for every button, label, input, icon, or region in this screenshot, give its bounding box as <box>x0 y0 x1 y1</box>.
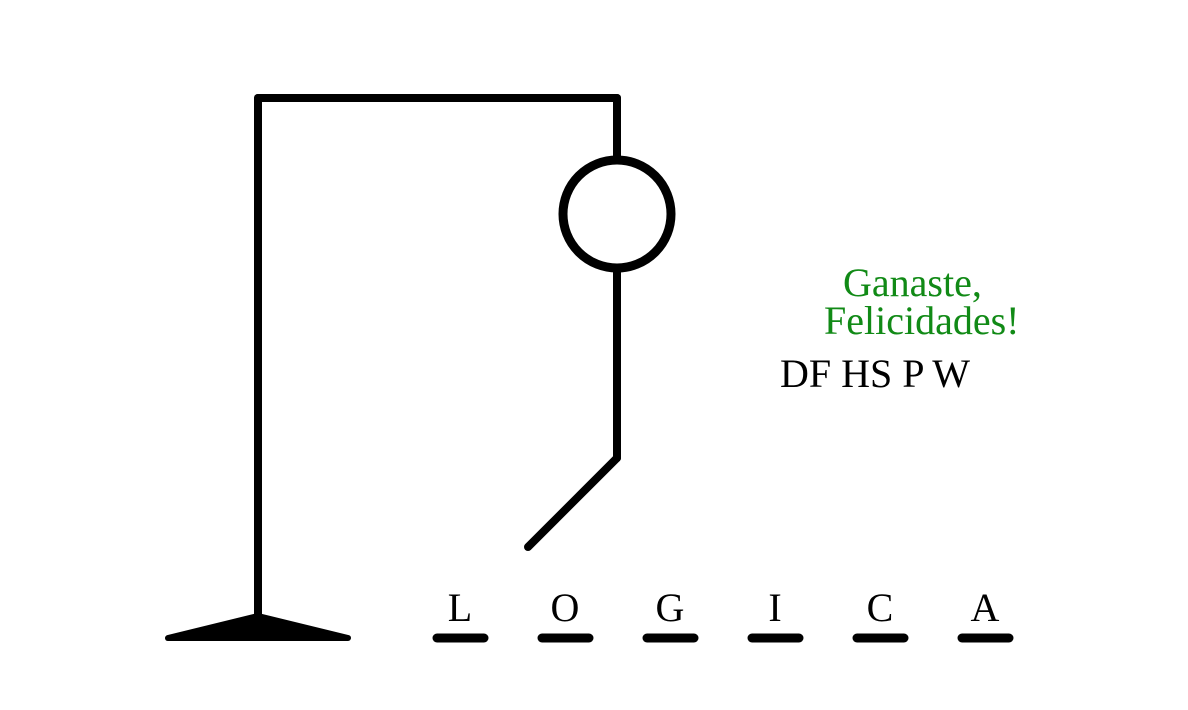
word-letter: I <box>768 585 782 630</box>
word-letter: O <box>550 585 580 630</box>
hangman-head <box>558 155 676 273</box>
word-letter: C <box>866 585 894 630</box>
gallows-base <box>165 613 351 641</box>
wrong-letters: DF HS P W <box>780 351 971 396</box>
win-message-line-1: Ganaste, <box>843 260 982 305</box>
word-letter: L <box>447 585 473 630</box>
win-message-line-2: Felicidades! <box>824 298 1020 343</box>
word-letter: A <box>970 585 1000 630</box>
word-letter: G <box>655 585 685 630</box>
hangman-left-leg <box>524 454 621 551</box>
